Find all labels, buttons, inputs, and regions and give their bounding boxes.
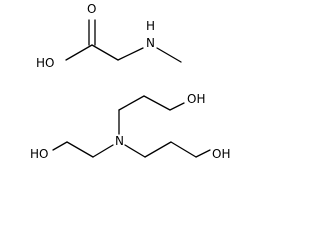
left-arm-bond-1	[66, 141, 94, 158]
tea-right-hydroxyl-label: OH	[212, 147, 230, 161]
top-arm-oh-bond	[169, 102, 185, 111]
alpha-carbon-bond	[91, 44, 119, 61]
tea-left-hydroxyl-label: HO	[30, 147, 48, 161]
carboxyl-oh-bond	[65, 44, 93, 61]
triethanolamine-molecule: N OH HO OH	[30, 92, 230, 161]
right-arm-bond-1	[144, 141, 172, 158]
right-arm-bond-2	[170, 141, 197, 158]
carboxyl-hydroxyl-label: HO	[36, 56, 54, 70]
tea-top-hydroxyl-label: OH	[187, 92, 205, 106]
right-arm-oh-bond	[195, 149, 211, 158]
ch2-n-bond	[117, 47, 144, 61]
n-methyl-bond	[156, 47, 182, 63]
top-arm-bond-2	[143, 95, 171, 111]
amine-h-label: H	[146, 19, 155, 33]
amine-nitrogen-label: N	[146, 36, 155, 50]
sarcosine-molecule: O HO H N	[36, 2, 182, 70]
carbonyl-oxygen-label: O	[87, 2, 96, 16]
chemical-structure-diagram: O HO H N N OH HO OH	[30, 2, 230, 161]
top-arm-bond-1	[118, 95, 145, 111]
n-right-bond	[124, 144, 146, 158]
tea-nitrogen-label: N	[115, 134, 124, 148]
left-arm-oh-bond	[52, 141, 68, 151]
n-left-bond	[92, 144, 114, 158]
